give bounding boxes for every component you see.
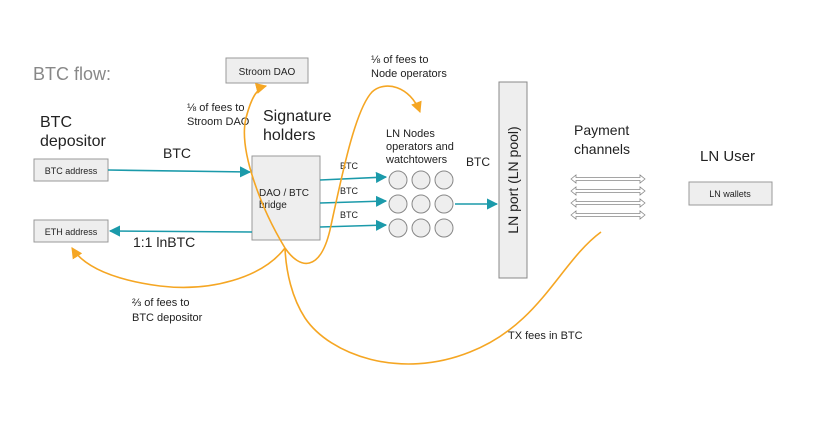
payment-channels-line-2: channels: [574, 141, 630, 157]
signature-holders-line-2: holders: [263, 127, 315, 144]
bridge-line-2: bridge: [259, 200, 287, 211]
ln-node: [434, 194, 454, 214]
ln-nodes-line-2: operators and: [386, 141, 454, 153]
tx-fees-label: TX fees in BTC: [508, 330, 583, 342]
inbtc-label: 1:1 lnBTC: [133, 234, 195, 250]
payment-channels-line-1: Payment: [574, 122, 629, 138]
ln-user-heading: LN User: [700, 148, 755, 165]
btc-depositor-line-2: depositor: [40, 133, 106, 150]
bridge-out-btc-3: BTC: [340, 210, 359, 220]
depositor-fee-line-1: ⅔ of fees to: [132, 297, 189, 309]
eth-address-label: ETH address: [45, 227, 98, 237]
payment-channel-arrows: [570, 174, 646, 220]
btc-deposit-label: BTC: [163, 145, 191, 161]
stroom-dao-fee-line-2: Stroom DAO: [187, 116, 250, 128]
ln-nodes-line-3: watchtowers: [385, 154, 448, 166]
bridge-out-btc-2: BTC: [340, 186, 359, 196]
ln-nodes-line-1: LN Nodes: [386, 128, 435, 140]
bridge-node-arrow-1: [319, 171, 388, 184]
ln-port-box: LN port (LN pool): [498, 81, 528, 279]
ln-node: [388, 170, 408, 190]
ln-wallets-label: LN wallets: [709, 189, 751, 199]
btc-to-port-label: BTC: [466, 155, 490, 169]
stroom-dao-box: Stroom DAO: [225, 57, 309, 84]
ln-node-grid: [388, 170, 454, 238]
bridge-out-btc-1: BTC: [340, 161, 359, 171]
node-operators-fee-line-2: Node operators: [371, 68, 447, 80]
btc-address-label: BTC address: [45, 166, 98, 176]
bridge-node-arrow-2: [319, 195, 388, 207]
btc-deposit-arrow: [107, 166, 252, 178]
signature-holders-heading: Signature holders: [263, 108, 336, 144]
btc-depositor-line-1: BTC: [40, 114, 72, 131]
btc-depositor-heading: BTC depositor: [40, 114, 106, 150]
stroom-dao-label: Stroom DAO: [239, 67, 296, 78]
ln-node: [388, 194, 408, 214]
channel-arrow: [570, 198, 646, 208]
inbtc-arrow: [108, 225, 253, 237]
bridge-line-1: DAO / BTC: [259, 188, 309, 199]
depositor-fee-line-2: BTC depositor: [132, 312, 203, 324]
eth-address-box: ETH address: [33, 219, 109, 243]
channel-arrow: [570, 174, 646, 184]
ln-node: [411, 194, 431, 214]
ln-node: [411, 218, 431, 238]
stroom-dao-fee-label: ⅛ of fees to Stroom DAO: [187, 102, 250, 128]
channel-arrow: [570, 210, 646, 220]
tx-fees-curve: [284, 231, 602, 365]
ln-port-label: LN port (LN pool): [505, 126, 521, 233]
channel-arrow: [570, 186, 646, 196]
node-operators-fee-line-1: ⅛ of fees to: [371, 54, 428, 66]
ln-node: [411, 170, 431, 190]
ln-node: [434, 218, 454, 238]
depositor-fee-label: ⅔ of fees to BTC depositor: [132, 297, 203, 324]
signature-holders-line-1: Signature: [263, 108, 332, 125]
node-operators-fee-curve: [284, 85, 422, 265]
btc-address-box: BTC address: [33, 158, 109, 182]
dao-btc-bridge-box: DAO / BTC bridge: [251, 155, 321, 241]
ln-wallets-box: LN wallets: [688, 181, 773, 206]
bridge-label: DAO / BTC bridge: [259, 188, 312, 211]
stroom-dao-fee-line-1: ⅛ of fees to: [187, 102, 244, 114]
ln-node: [388, 218, 408, 238]
dao-fee-curve: [243, 83, 286, 249]
depositor-fee-curve: [71, 247, 286, 289]
fee-flow-curves: [71, 83, 602, 365]
node-operators-fee-label: ⅛ of fees to Node operators: [371, 54, 447, 80]
ln-nodes-label: LN Nodes operators and watchtowers: [385, 128, 457, 166]
payment-channels-label: Payment channels: [574, 122, 633, 157]
diagram-title: BTC flow:: [33, 64, 111, 84]
ln-node: [434, 170, 454, 190]
